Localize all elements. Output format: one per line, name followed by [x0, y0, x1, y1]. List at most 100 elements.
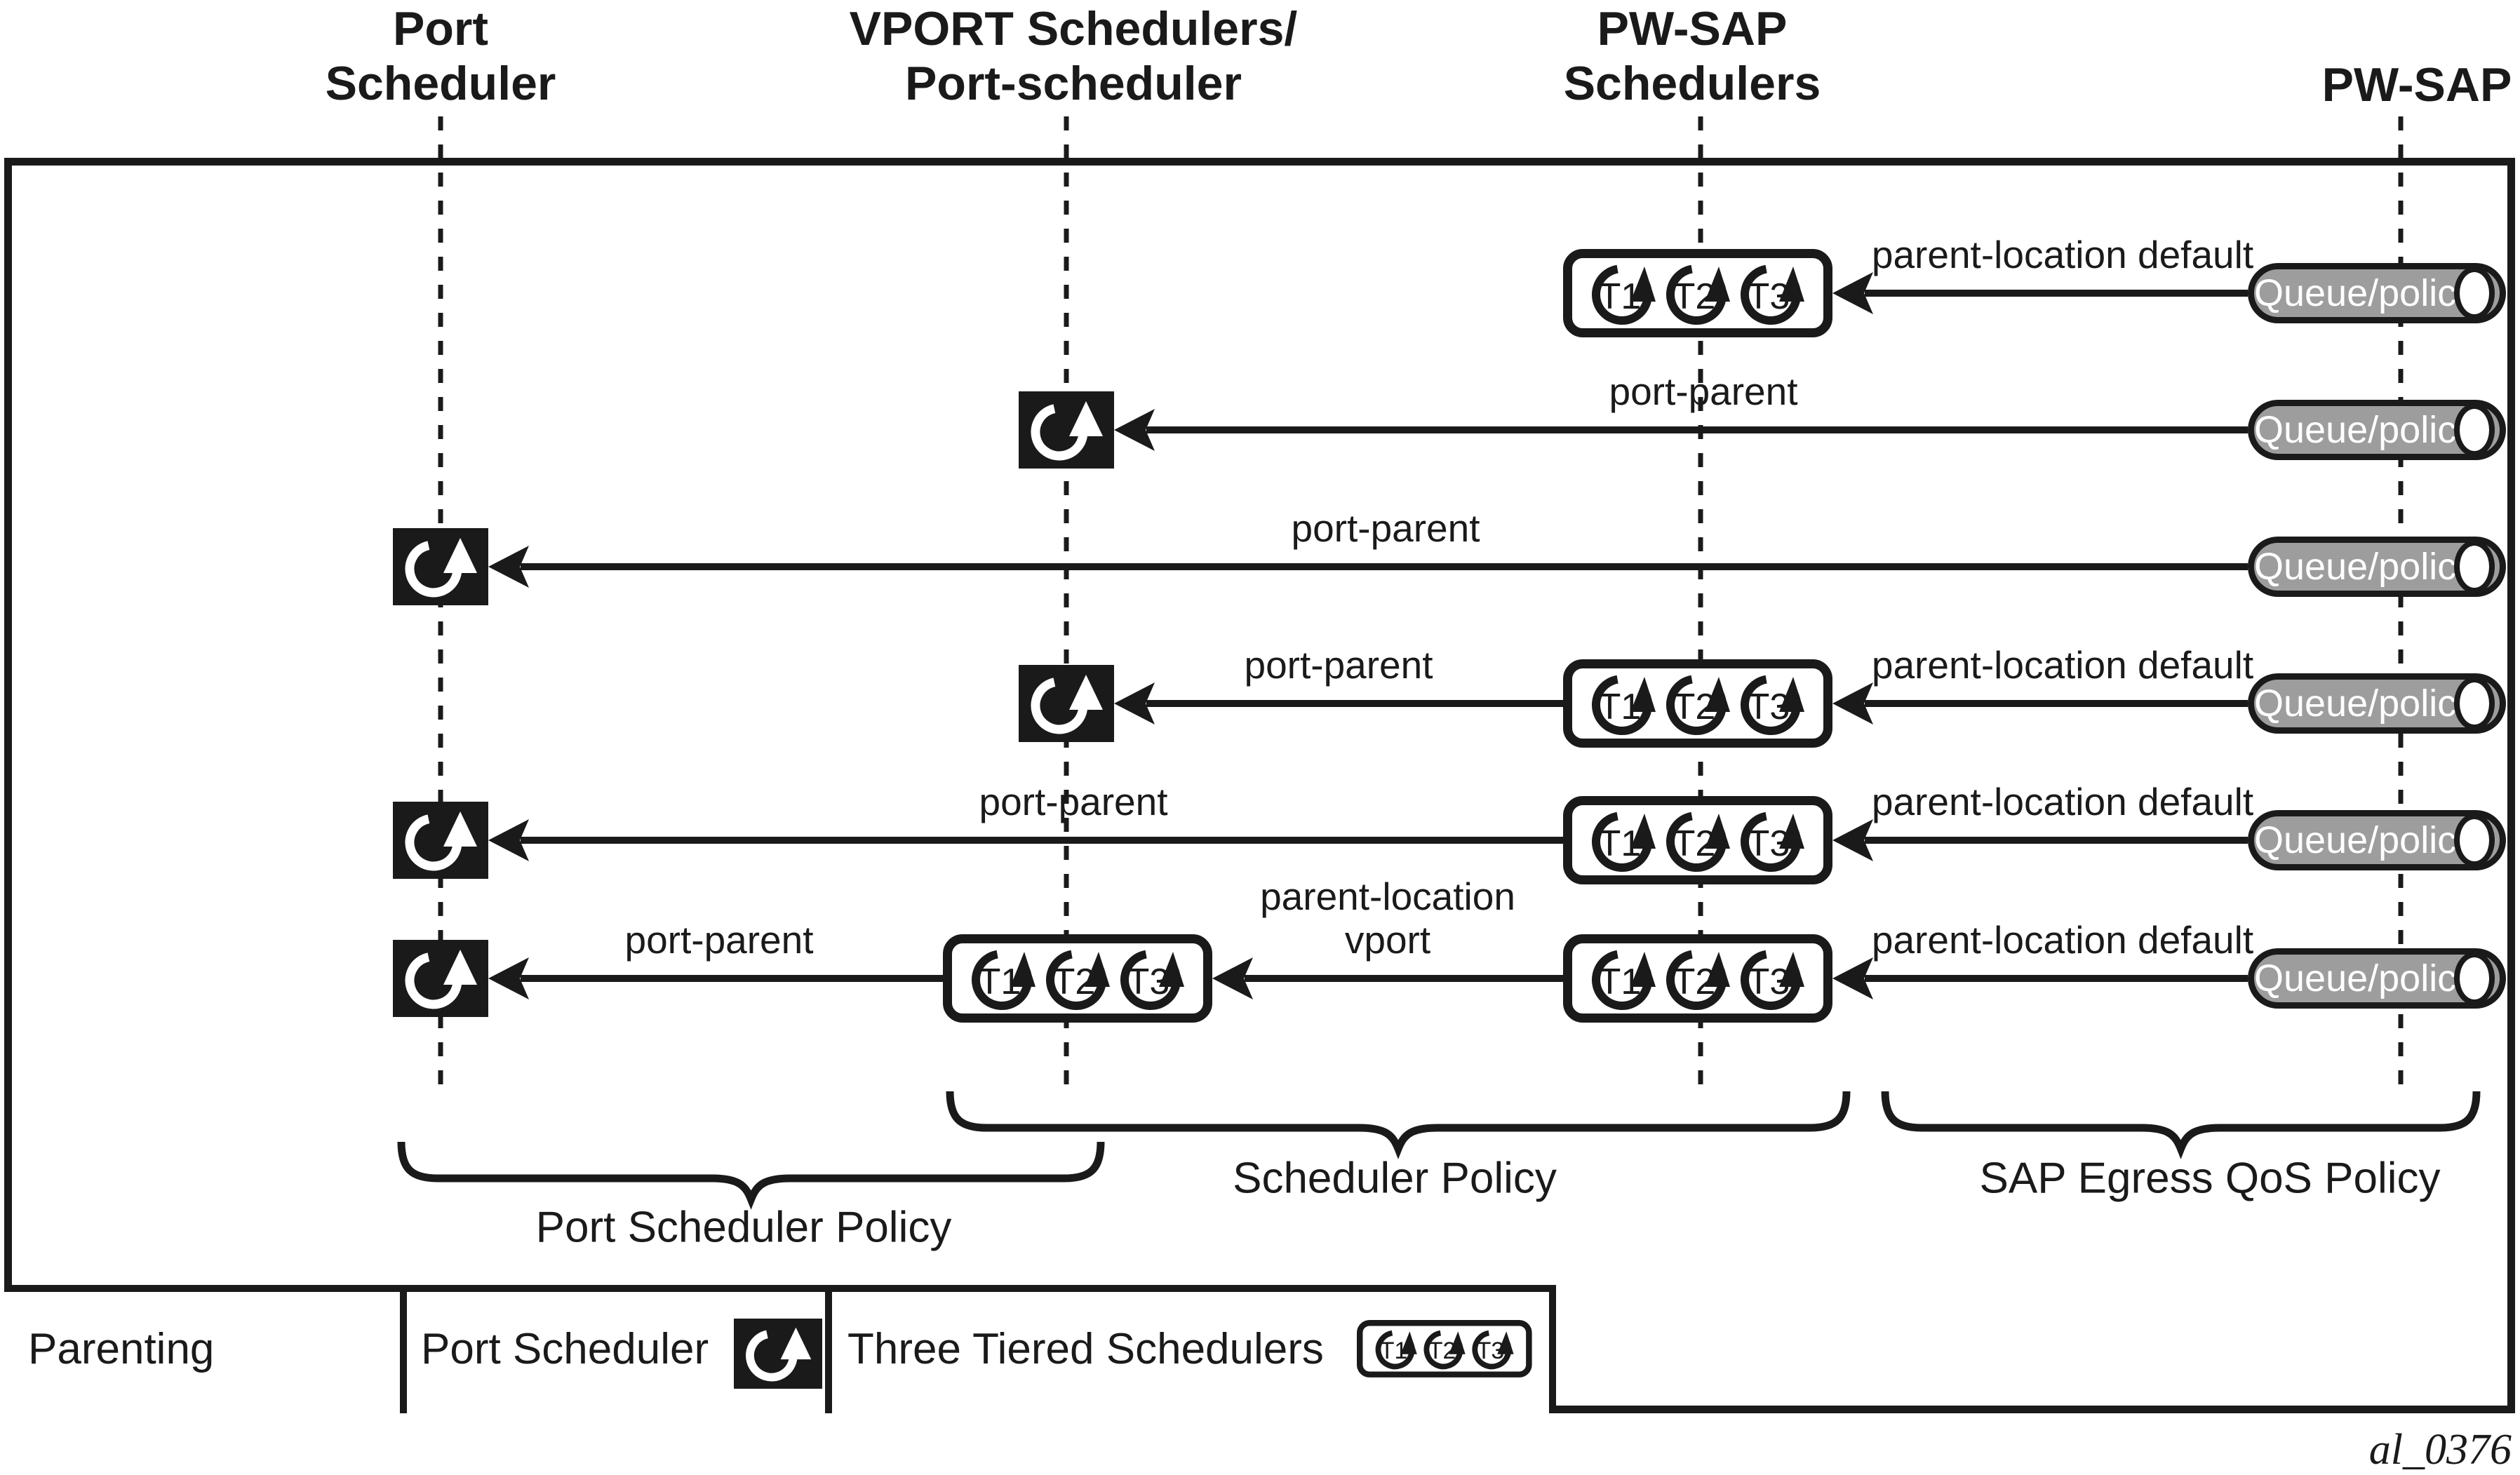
port-scheduler-icon: [1019, 391, 1114, 469]
up-arrow-icon: [1779, 267, 1804, 302]
tier-label: T3: [1748, 276, 1790, 317]
tier-loop-icon: T1: [1592, 950, 1656, 1011]
tier-loop-icon: T3: [1472, 1330, 1514, 1370]
tier-label: T3: [1748, 687, 1790, 727]
tier-label: T1: [1599, 687, 1642, 727]
tier-label: T2: [1053, 962, 1096, 1002]
tier-label: T3: [1748, 823, 1790, 864]
tier-label: T2: [1673, 823, 1716, 864]
three-tiered-scheduler-box: T1 T2 T3: [943, 934, 1212, 1023]
arrowhead-icon: [1832, 272, 1873, 314]
arrowhead-icon: [1212, 957, 1253, 999]
tier-label: T2: [1428, 1338, 1456, 1364]
policy-brace: [946, 1091, 1851, 1159]
queue-policer-label: Queue/policer: [2254, 546, 2491, 588]
arrow-label: port-parent: [1291, 506, 1480, 550]
tier-loop-icon: T2: [1046, 950, 1110, 1011]
port-scheduler-icon: [393, 940, 488, 1017]
arrow-label: parent-location default: [1871, 233, 2254, 276]
tier-label: T1: [1599, 962, 1642, 1002]
cylinder-cap-icon: [2454, 677, 2495, 730]
tier-loop-icon: T1: [1592, 811, 1656, 873]
legend-divider: [825, 1285, 832, 1413]
arrow-label: port-parent: [1609, 370, 1798, 413]
up-arrow-icon: [1630, 267, 1656, 302]
legend-item-three-tiered-label: Three Tiered Schedulers: [847, 1325, 1324, 1373]
cylinder-cap-icon: [2454, 540, 2495, 593]
policy-label: SAP Egress QoS Policy: [1979, 1154, 2441, 1203]
three-tiered-schedulers-icon: T1 T2 T3: [1357, 1320, 1532, 1380]
circular-arrow-icon: [405, 811, 477, 871]
tier-loop-icon: T2: [1666, 675, 1730, 736]
arrow-label: parent-location default: [1871, 918, 2254, 962]
legend: [4, 1285, 1556, 1413]
arrowhead-icon: [1114, 682, 1155, 725]
up-arrow-icon: [1085, 952, 1110, 987]
queue-policer-label: Queue/policer: [2254, 819, 2491, 861]
legend-divider: [400, 1285, 407, 1413]
column-header-port-scheduler: Port Scheduler: [325, 2, 556, 110]
queue-policer-label: Queue/policer: [2254, 957, 2491, 999]
port-scheduler-icon: [1019, 665, 1114, 742]
up-arrow-icon: [1010, 952, 1036, 987]
tier-label: T2: [1673, 962, 1716, 1002]
up-arrow-icon: [1400, 1331, 1417, 1354]
queue-policer: Queue/policer: [2248, 673, 2506, 734]
up-arrow-icon: [1630, 952, 1656, 987]
queue-policer-label: Queue/policer: [2254, 272, 2491, 314]
up-arrow-icon: [1497, 1331, 1514, 1354]
legend-item-port-scheduler-label: Port Scheduler: [421, 1325, 709, 1373]
up-arrow-icon: [1705, 267, 1730, 302]
arrow-label: port-parent: [624, 918, 814, 962]
column-header-vport-schedulers: VPORT Schedulers/ Port-scheduler: [849, 2, 1298, 110]
column-header-pw-sap-schedulers: PW-SAP Schedulers: [1563, 2, 1821, 110]
arrow-label: parent-location vport: [1260, 875, 1515, 962]
up-arrow-icon: [1630, 814, 1656, 849]
queue-policer: Queue/policer: [2248, 537, 2506, 597]
queue-policer: Queue/policer: [2248, 948, 2506, 1009]
queue-policer: Queue/policer: [2248, 400, 2506, 460]
tier-label: T2: [1673, 687, 1716, 727]
circular-arrow-icon: [1031, 401, 1103, 461]
tier-label: T3: [1127, 962, 1170, 1002]
tier-loop-icon: T1: [1592, 675, 1656, 736]
arrowhead-icon: [488, 546, 529, 588]
tier-loop-icon: T3: [1120, 950, 1184, 1011]
up-arrow-icon: [1705, 952, 1730, 987]
tier-loop-icon: T1: [1375, 1330, 1417, 1370]
tier-loop-icon: T3: [1741, 264, 1804, 325]
tier-loop-icon: T1: [972, 950, 1036, 1011]
cylinder-cap-icon: [2454, 952, 2495, 1005]
three-tiered-scheduler-box: T1 T2 T3: [1563, 796, 1832, 884]
up-arrow-icon: [1705, 677, 1730, 712]
tier-label: T1: [1599, 276, 1642, 317]
arrow-label: port-parent: [979, 780, 1168, 823]
tier-loop-icon: T1: [1592, 264, 1656, 325]
tier-label: T1: [979, 962, 1021, 1002]
port-scheduler-icon: [393, 528, 488, 605]
tier-loop-icon: T3: [1741, 950, 1804, 1011]
arrowhead-icon: [488, 957, 529, 999]
tier-label: T2: [1673, 276, 1716, 317]
tier-label: T1: [1599, 823, 1642, 864]
arrowhead-icon: [1832, 682, 1873, 725]
up-arrow-icon: [1779, 952, 1804, 987]
legend-item-parenting-label: Parenting: [28, 1325, 215, 1373]
tier-label: T3: [1748, 962, 1790, 1002]
tier-loop-icon: T2: [1666, 811, 1730, 873]
queue-policer-label: Queue/policer: [2254, 682, 2491, 725]
column-header-pw-sap: PW-SAP: [2321, 58, 2512, 112]
arrowhead-icon: [488, 819, 529, 861]
arrow-label: port-parent: [1244, 643, 1433, 687]
three-tiered-scheduler-box: T1 T2 T3: [1563, 249, 1832, 337]
queue-policer-label: Queue/policer: [2254, 409, 2491, 451]
arrowhead-icon: [1832, 957, 1873, 999]
tier-loop-icon: T2: [1666, 264, 1730, 325]
arrow-label: parent-location default: [1871, 643, 2254, 687]
cylinder-cap-icon: [2454, 267, 2495, 320]
circular-arrow-icon: [405, 950, 477, 1009]
cylinder-cap-icon: [2454, 814, 2495, 867]
tier-loop-icon: T3: [1741, 675, 1804, 736]
